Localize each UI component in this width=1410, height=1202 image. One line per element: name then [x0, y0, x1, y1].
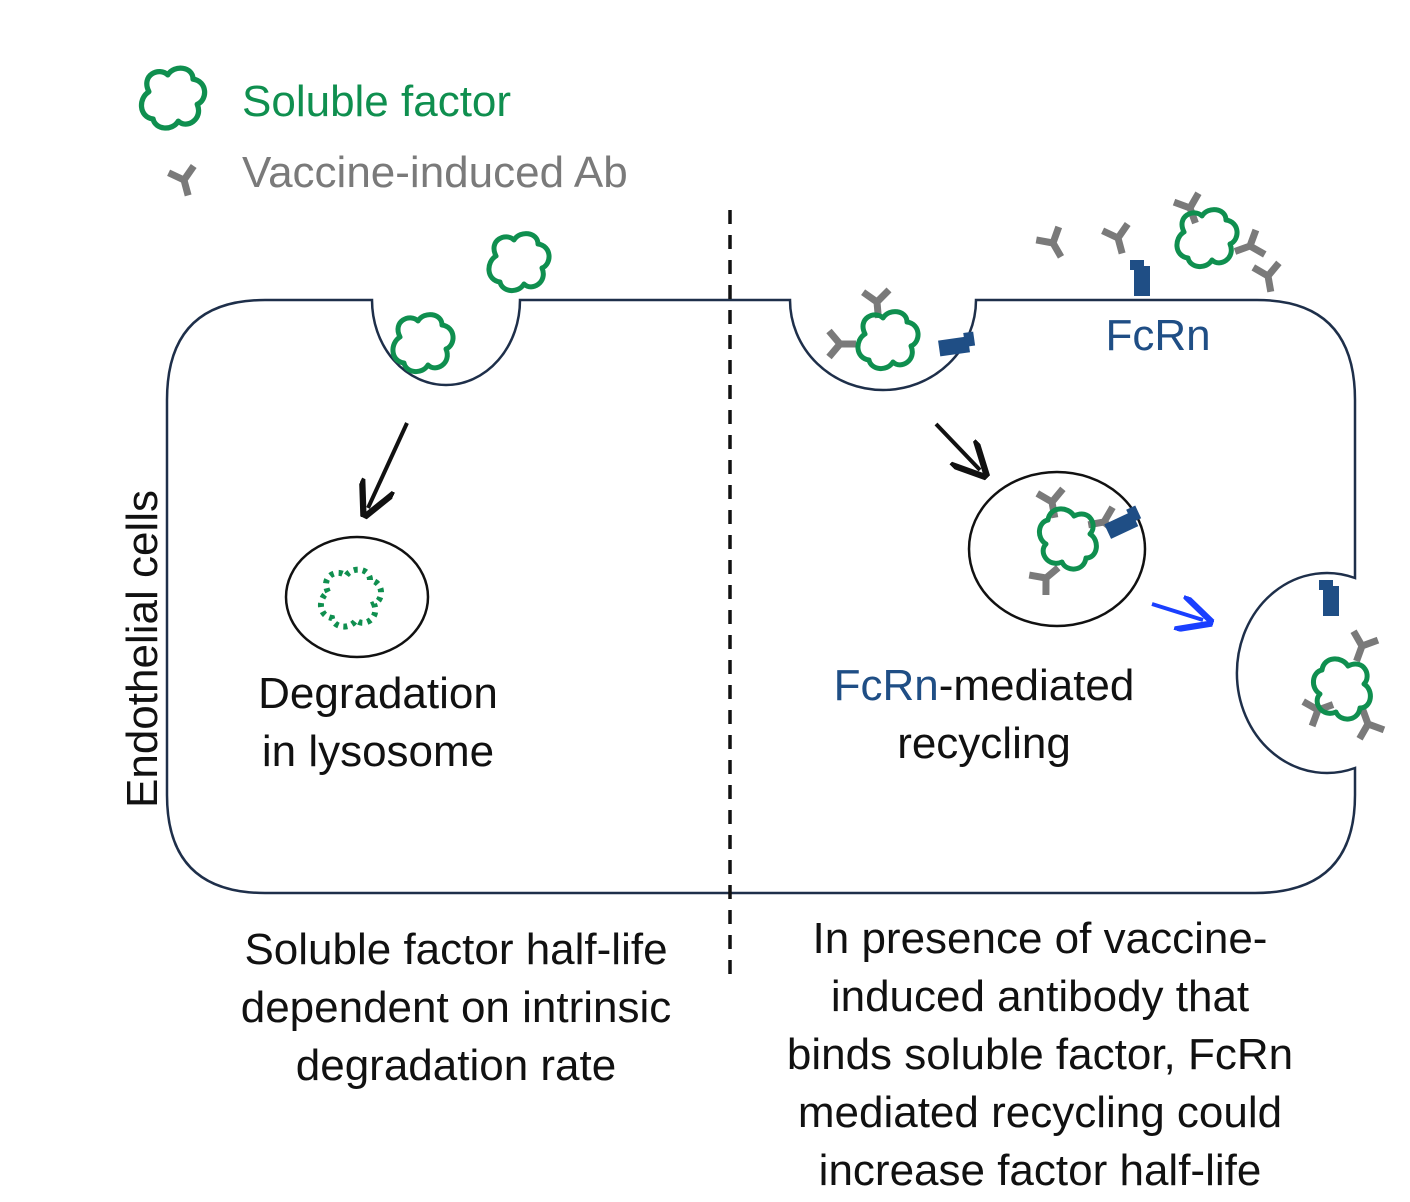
- fcrn-in-pit: [937, 331, 976, 357]
- immune-complex-released: [1303, 631, 1384, 739]
- right-process-line1: FcRn-mediated: [834, 661, 1135, 710]
- recycling-arrow: [1151, 604, 1203, 620]
- legend-vaccine-ab: Vaccine-induced Ab: [242, 148, 628, 197]
- free-antibody-2: [1103, 224, 1135, 257]
- cell-membrane: [165, 298, 1357, 895]
- right-caption-line3: binds soluble factor, FcRn: [787, 1030, 1293, 1079]
- right-process-fcrn: FcRn: [834, 661, 939, 710]
- right-process-line2: recycling: [897, 719, 1071, 768]
- immune-complex-outside: [1174, 193, 1284, 294]
- factor-in-pit-left: [393, 315, 453, 372]
- immune-complex-in-pit: [829, 290, 918, 369]
- right-caption-line4: mediated recycling could: [798, 1088, 1282, 1137]
- soluble-factor-legend-icon: [141, 68, 204, 128]
- left-process-line1: Degradation: [258, 669, 498, 718]
- antibody-legend-icon: [169, 166, 201, 199]
- lysosome: [284, 535, 430, 659]
- endosome: [967, 470, 1147, 628]
- immune-complex-endosome: [1029, 489, 1117, 595]
- left-caption-line1: Soluble factor half-life: [244, 925, 667, 974]
- left-process-line2: in lysosome: [262, 727, 494, 776]
- fcrn-exocytosis: [1319, 580, 1339, 616]
- endocytosis-arrow-left: [368, 422, 409, 508]
- right-caption-line5: increase factor half-life: [819, 1146, 1262, 1195]
- factor-outside-left: [489, 234, 549, 291]
- fcrn-label: FcRn: [1105, 311, 1210, 360]
- right-caption-line2: induced antibody that: [831, 972, 1249, 1021]
- left-caption-line2: dependent on intrinsic: [241, 983, 672, 1032]
- left-caption-line3: degradation rate: [296, 1041, 616, 1090]
- side-label: Endothelial cells: [118, 490, 167, 808]
- legend: Soluble factor Vaccine-induced Ab: [141, 68, 628, 199]
- degraded-factor: [318, 566, 384, 630]
- free-antibody-1: [1036, 227, 1072, 263]
- right-process-mediated: -mediated: [939, 661, 1135, 710]
- endocytosis-arrow-right: [934, 422, 980, 470]
- legend-soluble-factor: Soluble factor: [242, 77, 511, 126]
- right-caption-line1: In presence of vaccine-: [813, 914, 1268, 963]
- fcrn-surface: [1130, 260, 1150, 296]
